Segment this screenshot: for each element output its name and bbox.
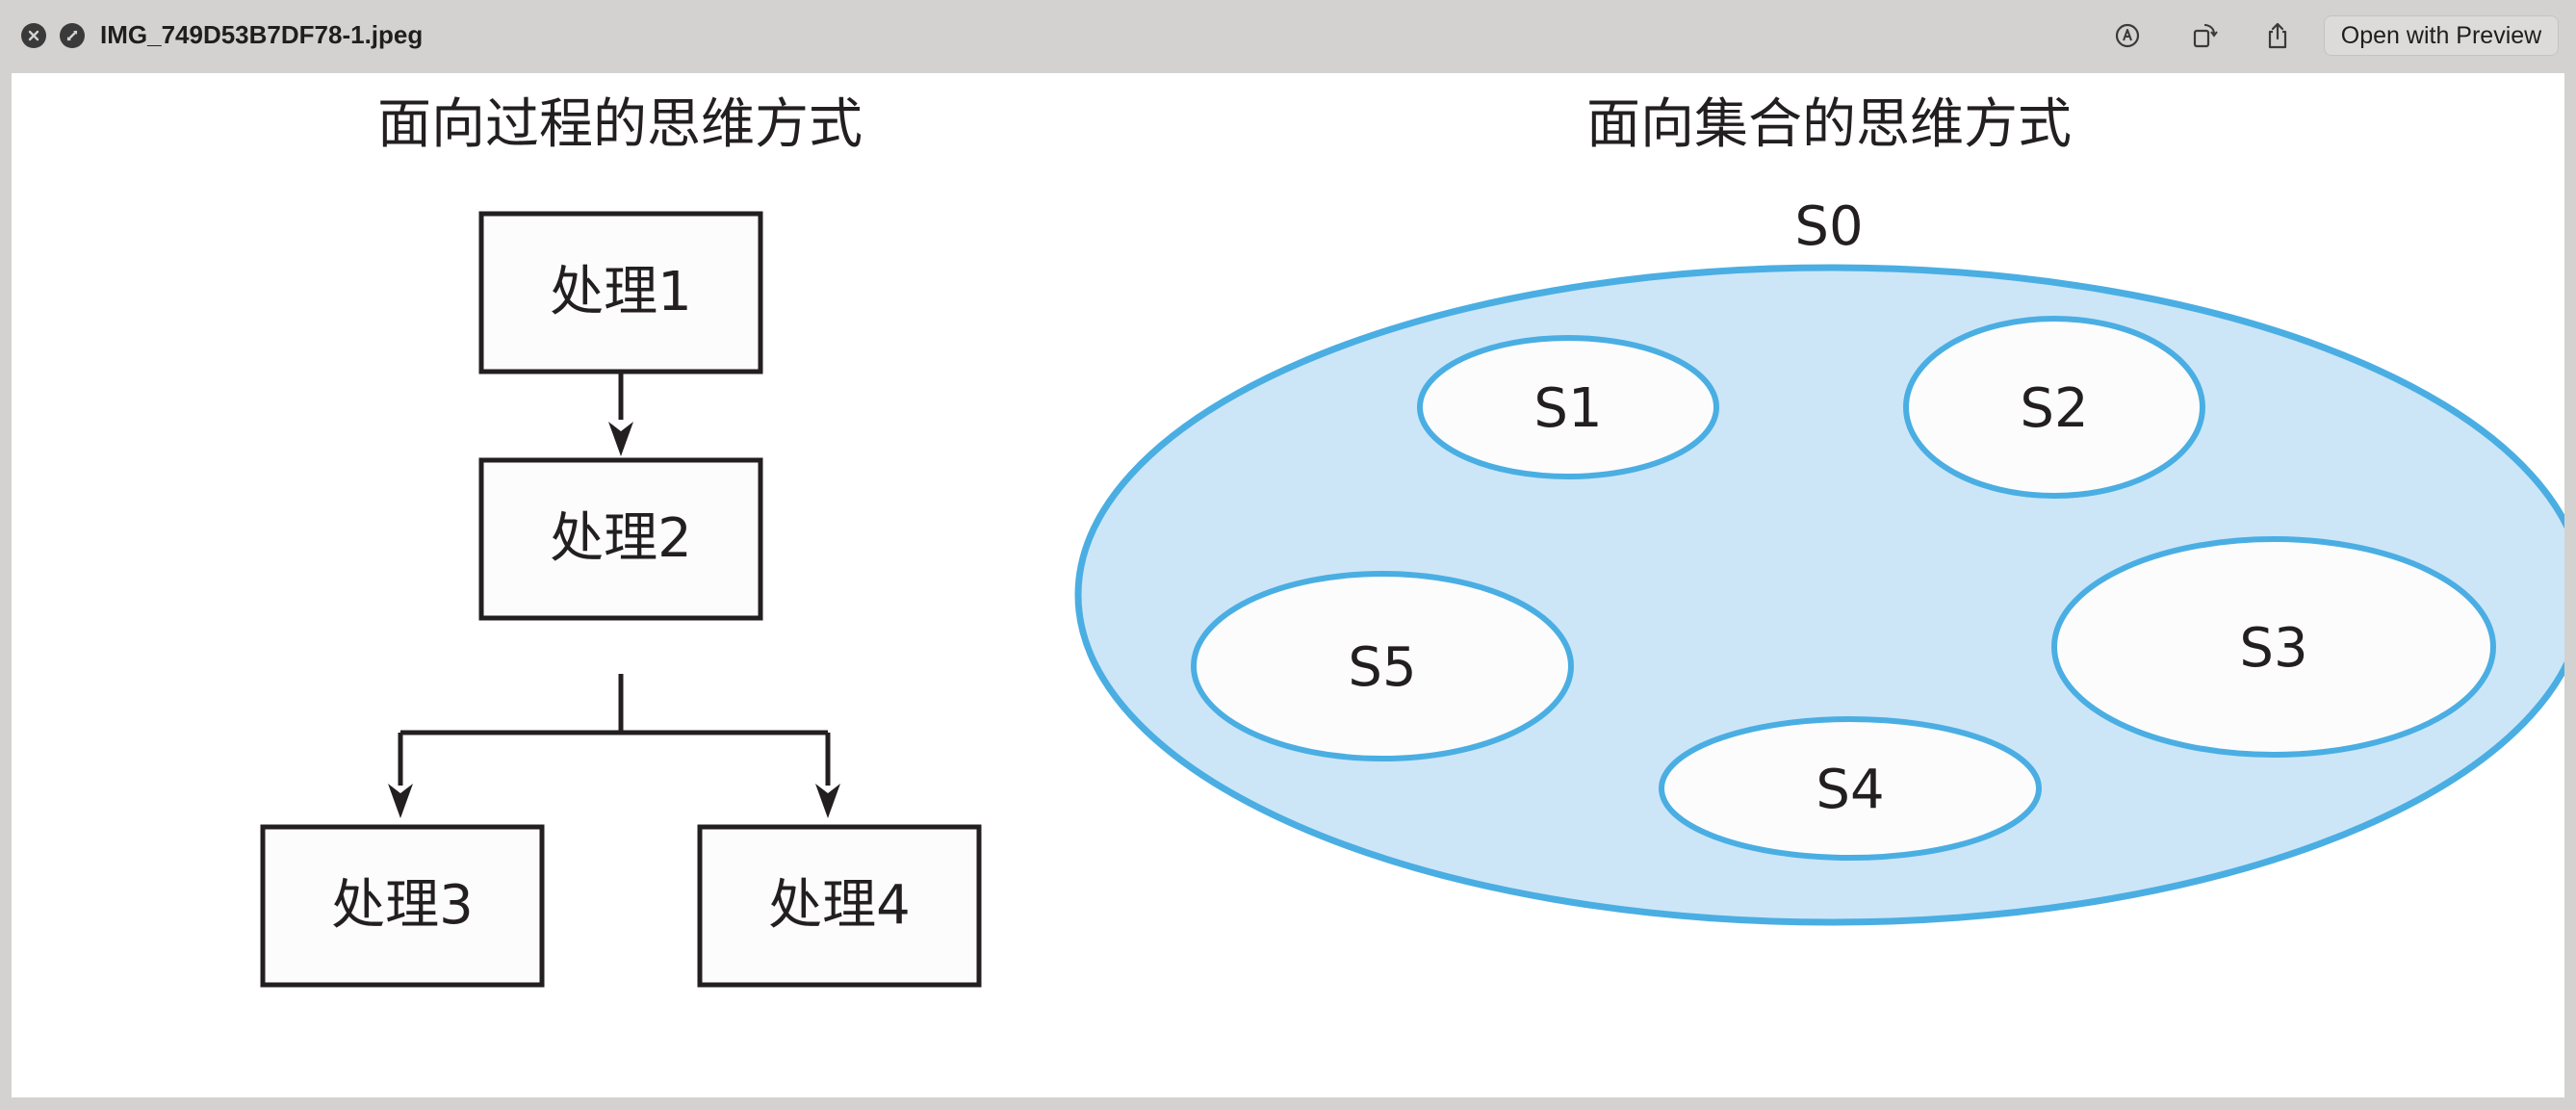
close-icon[interactable] xyxy=(21,23,46,48)
branch-connector xyxy=(388,674,840,818)
process-box-3: 处理3 xyxy=(260,824,545,988)
markup-icon[interactable] xyxy=(2109,17,2146,54)
left-title: 面向过程的思维方式 xyxy=(377,93,863,156)
process-box-1: 处理1 xyxy=(478,211,763,374)
arrow-1-to-2 xyxy=(608,372,633,456)
set-s1: S1 xyxy=(1417,335,1719,479)
set-s5: S5 xyxy=(1191,571,1574,761)
arrow-2-to-3 xyxy=(388,784,413,818)
set-s2-label: S2 xyxy=(2020,377,2088,440)
process-box-3-label: 处理3 xyxy=(331,874,474,937)
process-box-4-label: 处理4 xyxy=(768,874,911,937)
process-box-2: 处理2 xyxy=(478,457,763,621)
right-title: 面向集合的思维方式 xyxy=(1586,93,2072,156)
rotate-icon[interactable] xyxy=(2186,17,2223,54)
process-box-1-label: 处理1 xyxy=(550,261,692,323)
diagram: 面向过程的思维方式 处理1 处理2 xyxy=(260,93,2564,988)
title-bar: IMG_749D53B7DF78-1.jpeg Open with Previe… xyxy=(0,0,2576,71)
set-s3-label: S3 xyxy=(2239,617,2307,680)
process-box-2-label: 处理2 xyxy=(550,507,692,570)
share-icon[interactable] xyxy=(2259,17,2296,54)
image-content: 面向过程的思维方式 处理1 处理2 xyxy=(12,73,2564,1097)
set-s3: S3 xyxy=(2051,536,2496,758)
set-s4: S4 xyxy=(1659,716,2042,861)
set-s0-label: S0 xyxy=(1794,195,1863,258)
set-s2: S2 xyxy=(1903,316,2205,499)
set-s4-label: S4 xyxy=(1816,759,1884,821)
arrow-2-to-4 xyxy=(815,784,840,818)
open-with-preview-button[interactable]: Open with Preview xyxy=(2324,15,2559,56)
window-title: IMG_749D53B7DF78-1.jpeg xyxy=(100,20,424,49)
process-box-4: 处理4 xyxy=(697,824,982,988)
set-s1-label: S1 xyxy=(1533,377,1602,440)
set-s5-label: S5 xyxy=(1348,636,1416,699)
fullscreen-icon[interactable] xyxy=(60,23,85,48)
